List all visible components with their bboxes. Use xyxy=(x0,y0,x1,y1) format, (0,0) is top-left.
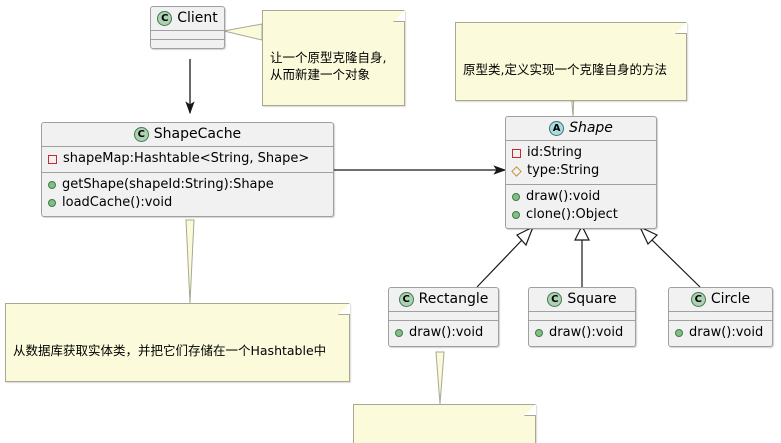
class-header-rectangle: C Rectangle xyxy=(389,288,498,311)
field-text: id:String xyxy=(527,145,583,160)
class-header-shapecache: C ShapeCache xyxy=(42,123,333,146)
class-method: draw():void xyxy=(512,188,650,206)
class-name-client: Client xyxy=(177,10,218,26)
note-shape[interactable]: 原型类,定义实现一个克隆自身的方法 xyxy=(455,22,687,101)
class-methods-circle: draw():void xyxy=(669,321,772,346)
note-shapecache[interactable]: 从数据库获取实体类，并把它们存储在一个Hashtable中 xyxy=(5,303,350,382)
class-box-shapecache[interactable]: C ShapeCache shapeMap:Hashtable<String, … xyxy=(41,122,334,217)
protected-marker-icon xyxy=(511,165,522,177)
method-text: draw():void xyxy=(409,325,484,340)
class-box-circle[interactable]: C Circle draw():void xyxy=(668,287,773,347)
class-name-shape: Shape xyxy=(569,120,613,136)
class-divider xyxy=(669,311,772,312)
class-divider xyxy=(669,320,772,321)
class-divider xyxy=(389,320,498,321)
class-header-square: C Square xyxy=(529,288,635,311)
edge-rectangle-inherits-shape xyxy=(476,225,535,288)
public-marker-icon xyxy=(675,329,683,337)
class-method: clone():Object xyxy=(512,206,650,224)
class-methods-shape: draw():void clone():Object xyxy=(506,185,656,228)
class-method: draw():void xyxy=(535,324,629,342)
note-fold-corner xyxy=(524,404,536,416)
class-fields-shape: id:String type:String xyxy=(506,141,656,184)
class-fields-square xyxy=(529,312,635,320)
class-methods-square: draw():void xyxy=(529,321,635,346)
class-stereotype-icon: C xyxy=(690,291,706,307)
method-text: draw():void xyxy=(549,325,624,340)
note-connector-shapecache xyxy=(185,219,195,304)
class-divider xyxy=(529,320,635,321)
method-text: loadCache():void xyxy=(62,195,173,210)
private-marker-icon xyxy=(48,154,57,164)
class-stereotype-icon: C xyxy=(547,291,563,307)
public-marker-icon xyxy=(48,181,56,189)
edge-circle-inherits-shape xyxy=(638,225,701,288)
class-method: draw():void xyxy=(395,324,492,342)
note-text: 让一个原型克隆自身, 从而新建一个对象 xyxy=(270,50,387,82)
method-text: draw():void xyxy=(689,325,764,340)
note-fold-corner xyxy=(393,10,405,22)
note-text: 从数据库获取实体类，并把它们存储在一个Hashtable中 xyxy=(13,343,327,358)
class-methods-shapecache: getShape(shapeId:String):Shape loadCache… xyxy=(42,173,333,216)
class-fields-circle xyxy=(669,312,772,320)
public-marker-icon xyxy=(48,199,56,207)
class-method: getShape(shapeId:String):Shape xyxy=(48,176,327,194)
class-divider xyxy=(506,184,656,185)
note-text: 原型类,定义实现一个克隆自身的方法 xyxy=(463,62,667,77)
class-fields-rectangle xyxy=(389,312,498,320)
class-method: draw():void xyxy=(675,324,766,342)
class-name-circle: Circle xyxy=(710,291,751,307)
class-divider xyxy=(506,140,656,141)
public-marker-icon xyxy=(395,329,403,337)
method-text: draw():void xyxy=(526,189,601,204)
class-method: loadCache():void xyxy=(48,194,327,212)
note-rectangle[interactable]: 具体原型类,实现自己的操作 xyxy=(353,404,536,443)
field-text: type:String xyxy=(527,163,600,178)
class-divider xyxy=(42,172,333,173)
class-stereotype-icon: C xyxy=(133,126,149,142)
class-divider xyxy=(42,146,333,147)
class-divider xyxy=(151,30,224,31)
class-fields-shapecache: shapeMap:Hashtable<String, Shape> xyxy=(42,147,333,172)
class-name-shapecache: ShapeCache xyxy=(153,126,242,142)
class-field: id:String xyxy=(512,144,650,162)
note-connector-rectangle xyxy=(435,351,445,405)
class-box-square[interactable]: C Square draw():void xyxy=(528,287,636,347)
class-divider xyxy=(389,311,498,312)
abstract-stereotype-icon: A xyxy=(549,120,565,136)
class-methods-client xyxy=(151,40,224,48)
class-stereotype-icon: C xyxy=(398,291,414,307)
public-marker-icon xyxy=(512,211,520,219)
class-box-client[interactable]: C Client xyxy=(150,6,225,49)
edge-square-inherits-shape xyxy=(574,224,590,287)
class-divider xyxy=(529,311,635,312)
class-header-client: C Client xyxy=(151,7,224,30)
class-methods-rectangle: draw():void xyxy=(389,321,498,346)
class-box-shape[interactable]: A Shape id:String type:String draw():voi… xyxy=(505,116,657,229)
public-marker-icon xyxy=(512,193,520,201)
note-fold-corner xyxy=(675,22,687,34)
class-stereotype-icon: C xyxy=(157,10,173,26)
note-client[interactable]: 让一个原型克隆自身, 从而新建一个对象 xyxy=(262,10,405,106)
class-name-square: Square xyxy=(567,291,617,307)
method-text: getShape(shapeId:String):Shape xyxy=(62,177,274,192)
note-connector-client xyxy=(223,23,263,41)
field-text: shapeMap:Hashtable<String, Shape> xyxy=(63,151,310,166)
method-text: clone():Object xyxy=(526,207,618,222)
public-marker-icon xyxy=(535,329,543,337)
class-name-rectangle: Rectangle xyxy=(418,291,489,307)
note-fold-corner xyxy=(338,303,350,315)
class-field: type:String xyxy=(511,162,650,180)
class-divider xyxy=(151,39,224,40)
class-header-shape: A Shape xyxy=(506,117,656,140)
class-field: shapeMap:Hashtable<String, Shape> xyxy=(48,150,327,168)
class-box-rectangle[interactable]: C Rectangle draw():void xyxy=(388,287,499,347)
class-fields-client xyxy=(151,31,224,39)
class-header-circle: C Circle xyxy=(669,288,772,311)
private-marker-icon xyxy=(512,148,521,158)
